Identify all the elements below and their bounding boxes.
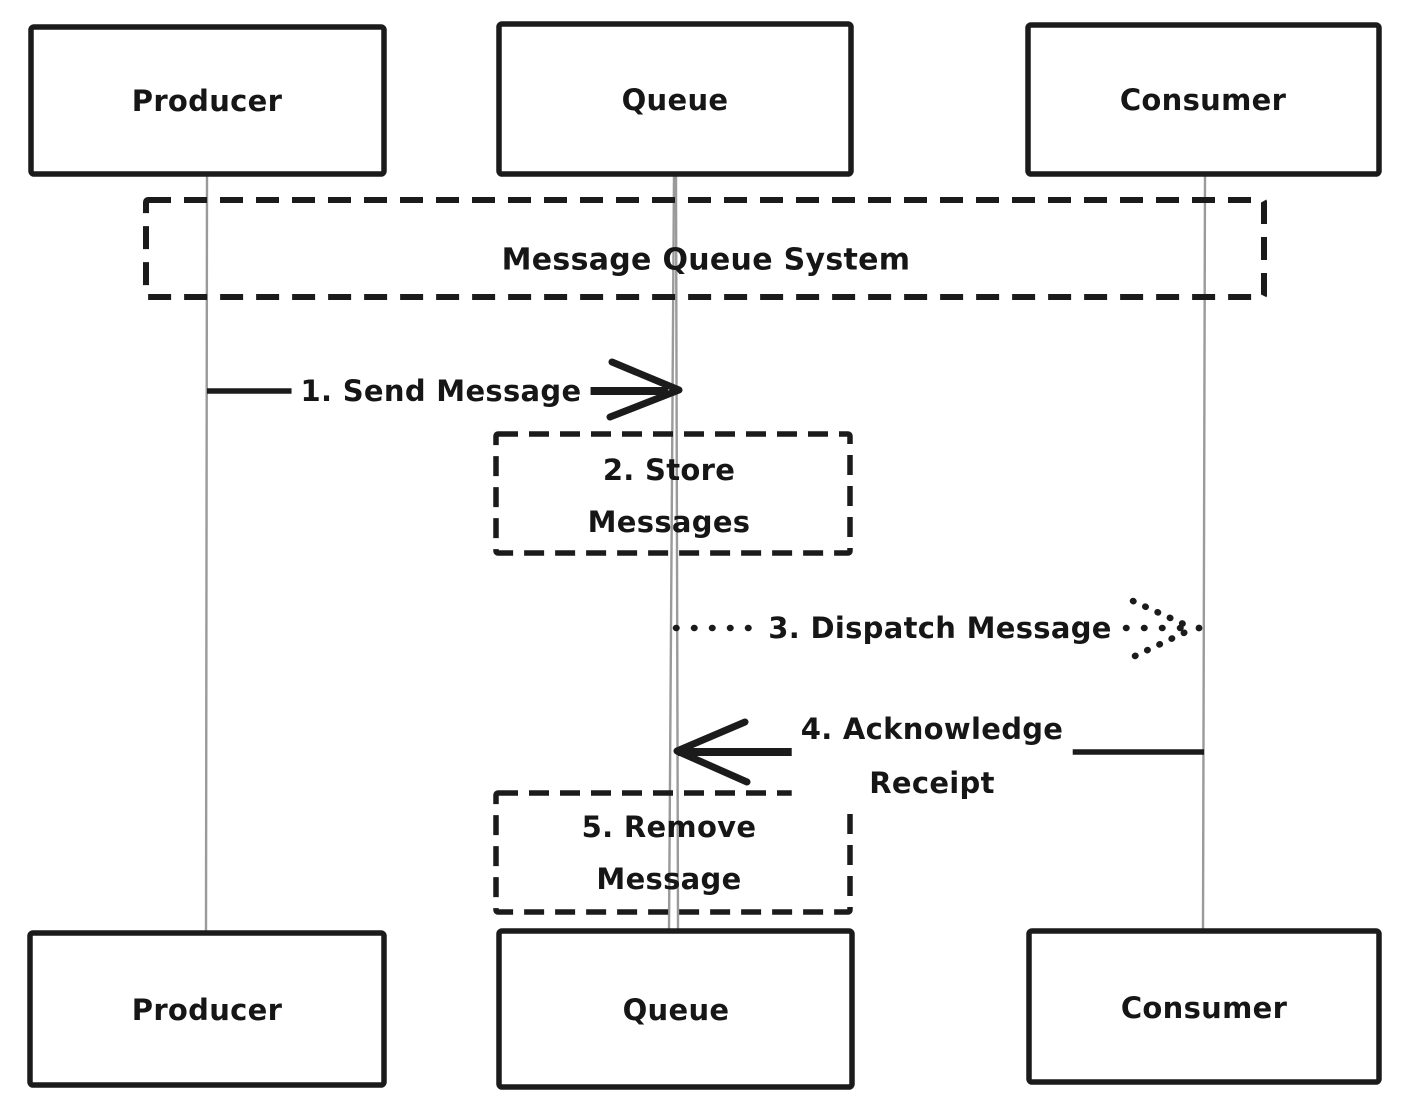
queue-lifeline	[667, 174, 676, 932]
remove-message-label: 5. Remove Message	[582, 801, 757, 905]
lifelines	[204, 174, 1207, 934]
consumer-label-bottom: Consumer	[1120, 991, 1288, 1025]
producer-box-bottom	[27, 930, 387, 1088]
send-message-label: 1. Send Message	[291, 368, 591, 414]
producer-label-bottom: Producer	[131, 993, 283, 1027]
producer-lifeline	[204, 174, 209, 934]
dispatch-message-label: 3. Dispatch Message	[759, 605, 1121, 651]
message-queue-system-label: Message Queue System	[501, 242, 911, 278]
remove-message-line1: 5. Remove	[581, 810, 757, 844]
producer-label-top: Producer	[131, 84, 283, 118]
consumer-label-top: Consumer	[1119, 83, 1287, 117]
queue-box-top	[496, 21, 854, 177]
consumer-box-top	[1025, 22, 1382, 177]
queue-box-bottom	[496, 928, 855, 1090]
dispatch-arrow-tip-dot	[1195, 624, 1203, 632]
queue-label-bottom: Queue	[622, 993, 730, 1027]
store-messages-line1: 2. Store	[602, 453, 736, 487]
remove-message-line2: Message	[596, 862, 742, 896]
store-messages-label: 2. Store Messages	[588, 444, 751, 548]
message-queue-system-frame	[143, 197, 1267, 300]
actor-boxes	[27, 21, 1382, 1090]
store-messages-note-frame	[493, 431, 853, 556]
acknowledge-receipt-line2: Receipt	[869, 766, 995, 800]
store-messages-line2: Messages	[587, 505, 751, 539]
consumer-lifeline	[1201, 174, 1207, 932]
acknowledge-receipt-label: 4. Acknowledge Receipt	[791, 702, 1073, 810]
acknowledge-receipt-line1: 4. Acknowledge	[800, 712, 1064, 746]
consumer-box-bottom	[1026, 928, 1382, 1085]
producer-box-top	[28, 24, 387, 177]
remove-message-note-frame	[493, 790, 853, 915]
queue-label-top: Queue	[621, 83, 729, 117]
queue-lifeline-2	[674, 174, 680, 932]
